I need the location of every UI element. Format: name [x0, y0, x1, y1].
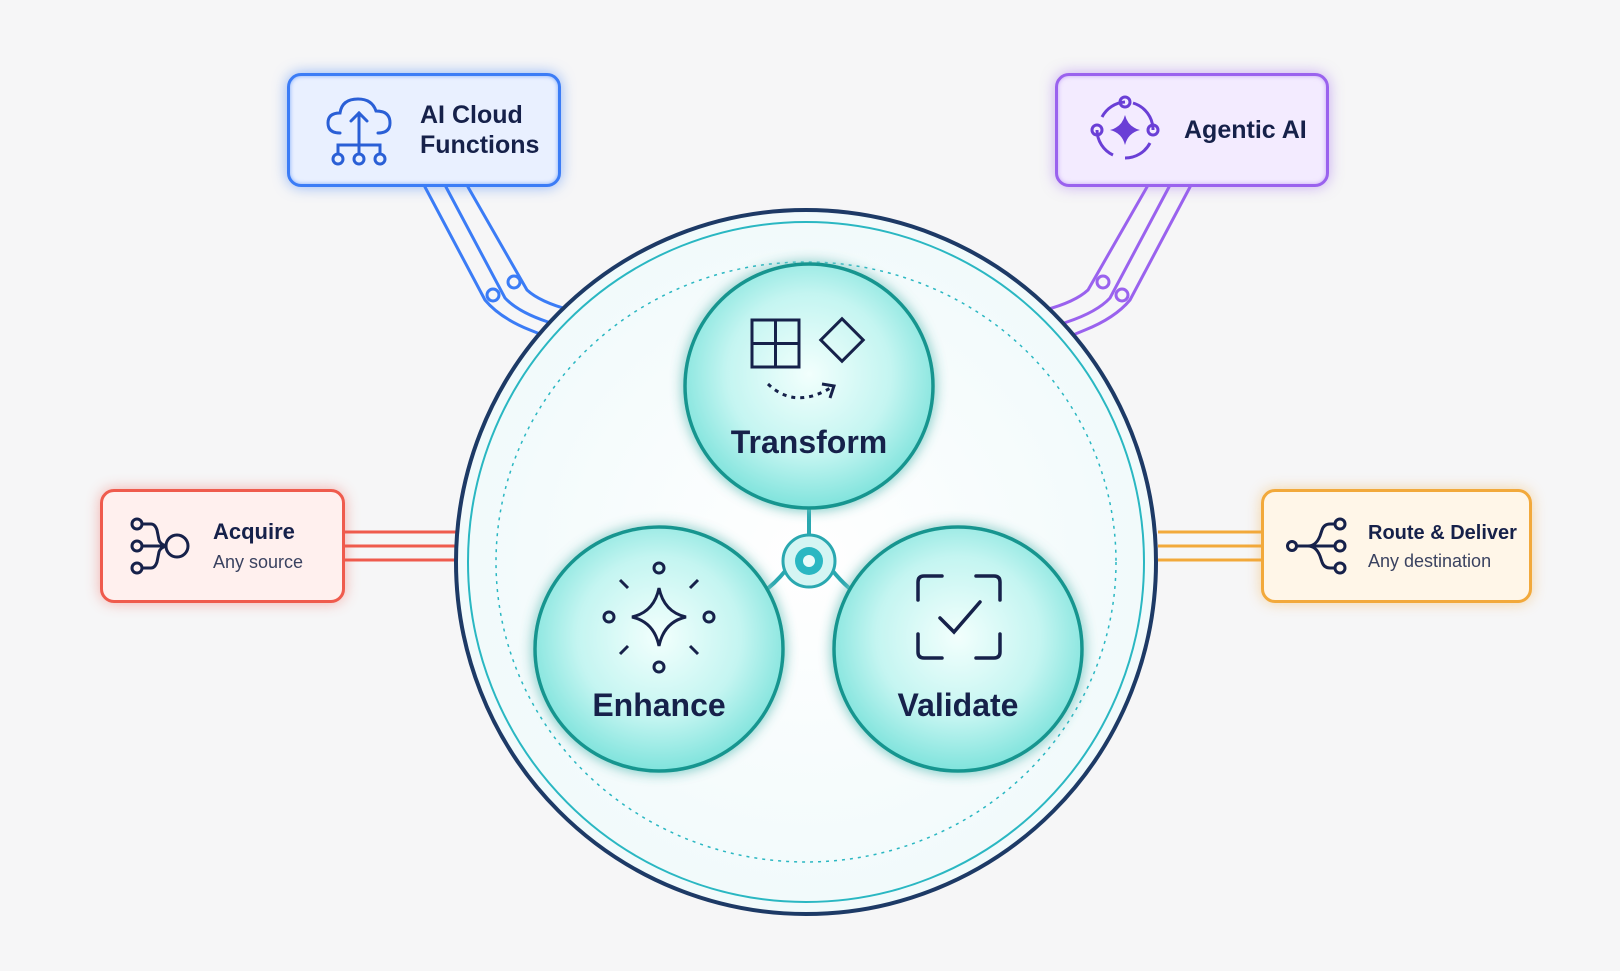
- branch-nodes-icon: [1286, 517, 1347, 575]
- check-frame-icon: [916, 574, 1002, 660]
- stage-label-validate: Validate: [897, 687, 1019, 723]
- card-title: Route & Deliver: [1368, 521, 1517, 544]
- card-title-line1: AI Cloud: [420, 101, 523, 129]
- connector-route: [1158, 530, 1261, 562]
- bubble-transform: [683, 262, 935, 510]
- stage-label-transform: Transform: [730, 424, 888, 460]
- card-title: Acquire: [213, 519, 295, 545]
- card-ai-cloud-functions[interactable]: AI Cloud Functions: [287, 73, 561, 187]
- card-title: Agentic AI: [1184, 116, 1307, 144]
- card-title-line2: Functions: [420, 131, 540, 159]
- hub-node: [781, 533, 837, 589]
- card-subtitle: Any destination: [1368, 550, 1492, 571]
- bubble-validate: [832, 525, 1084, 773]
- card-route-deliver[interactable]: Route & Deliver Any destination: [1261, 489, 1532, 603]
- connector-acquire: [345, 530, 458, 562]
- sparkle-orbit-icon: [1090, 95, 1160, 160]
- cloud-upload-network-icon: [326, 97, 392, 166]
- sparkle-icon: [602, 561, 716, 674]
- bubble-enhance: [533, 525, 785, 773]
- stage-label-enhance: Enhance: [592, 687, 726, 723]
- card-agentic-ai[interactable]: Agentic AI: [1055, 73, 1329, 187]
- card-acquire[interactable]: Acquire Any source: [100, 489, 345, 603]
- grid-to-diamond-icon: [750, 316, 866, 400]
- merge-nodes-icon: [130, 517, 190, 575]
- card-subtitle: Any source: [213, 551, 304, 572]
